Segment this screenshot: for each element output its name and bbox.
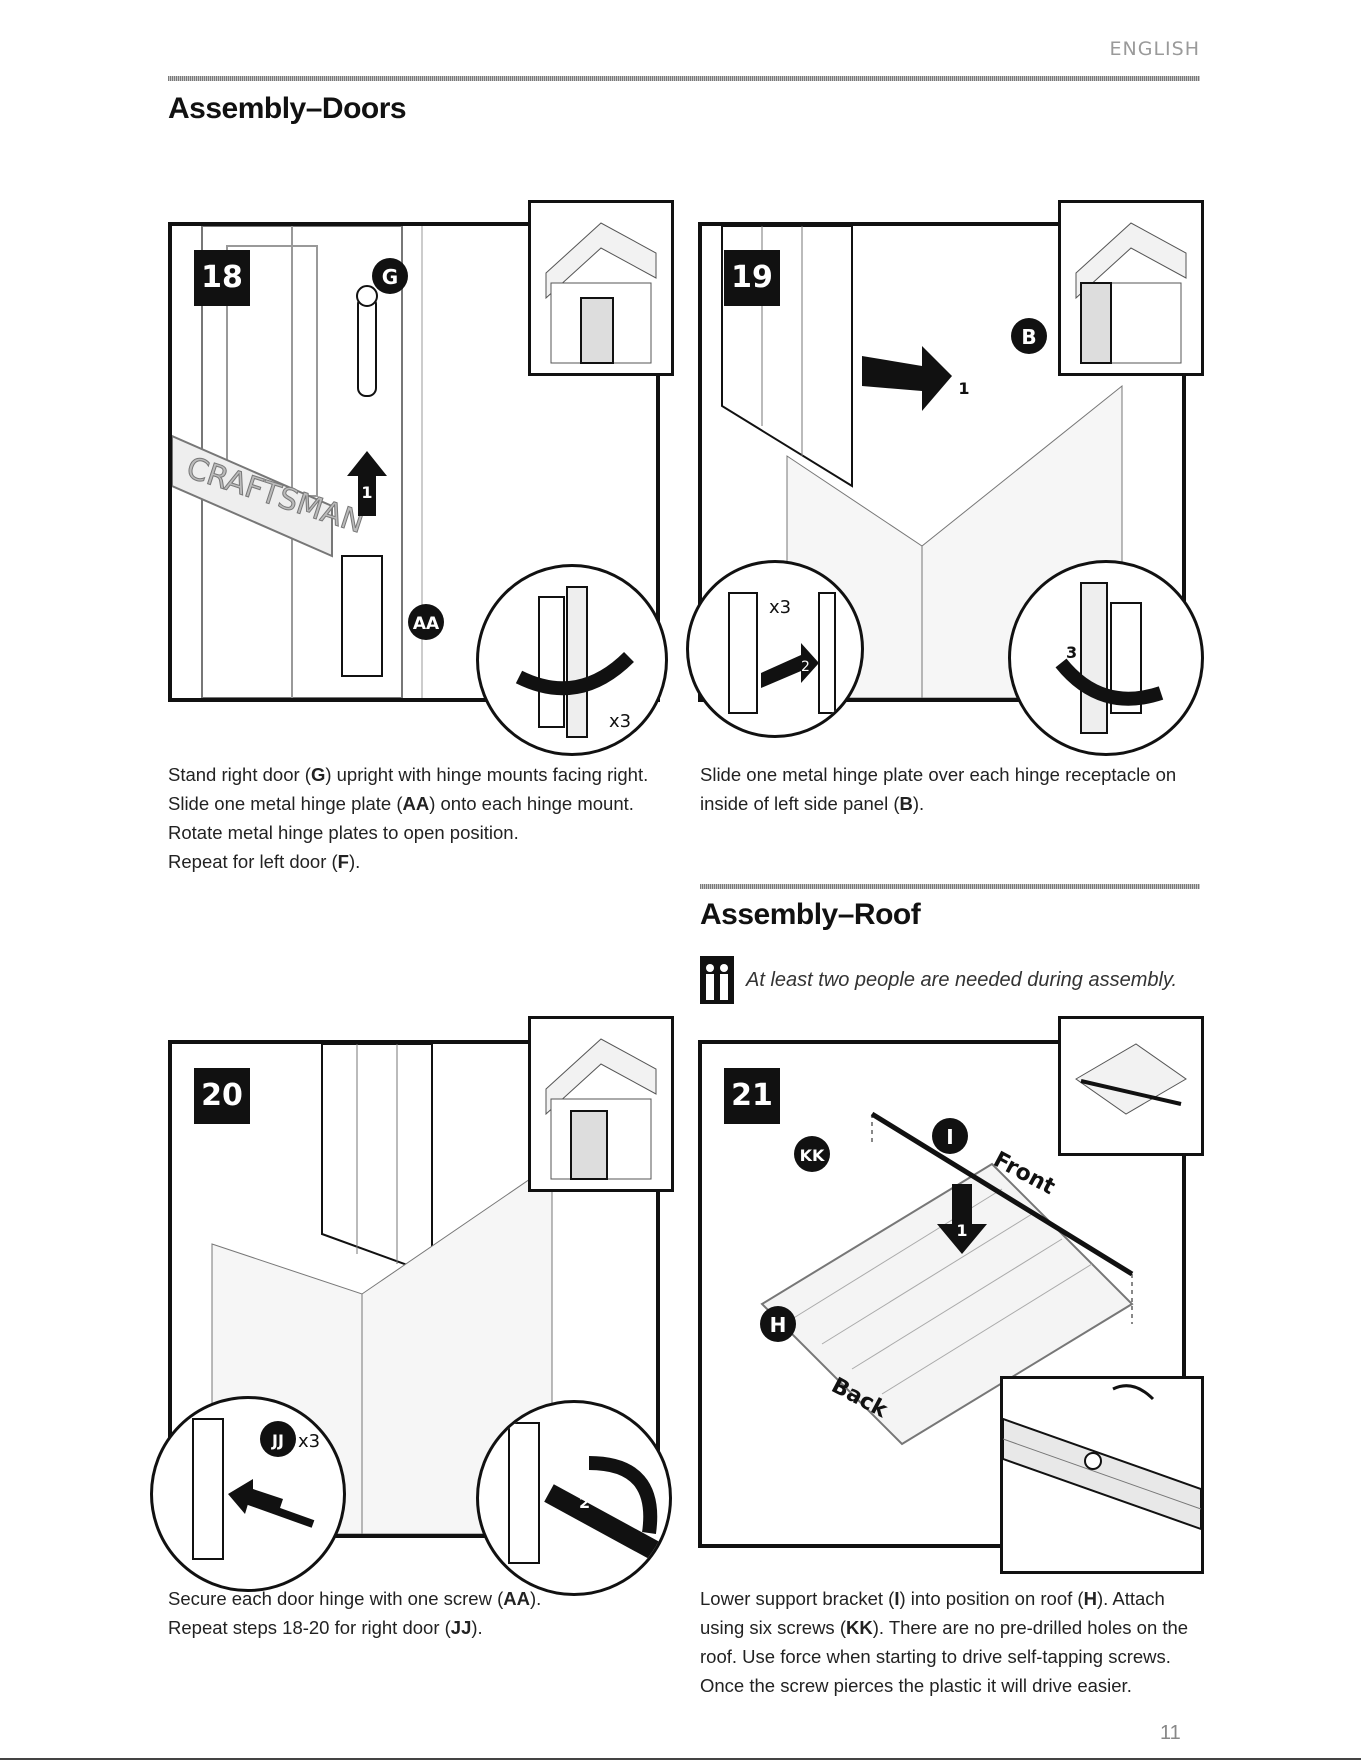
step-21-roof-thumbnail <box>1058 1016 1204 1156</box>
roof-bracket-drawing <box>760 1111 1134 1446</box>
front-label: Front <box>989 1147 1059 1200</box>
arrow-step-2: 2 <box>579 1493 590 1512</box>
bracket-closeup-drawing <box>1002 1384 1202 1531</box>
language-label: ENGLISH <box>1109 38 1200 60</box>
step-19-detail-right: 3 <box>1008 560 1204 756</box>
part-label-h: H <box>770 1313 787 1337</box>
shed-icon <box>545 222 657 364</box>
hinge-plate-detail: x3 2 <box>728 592 836 714</box>
header-rule <box>168 76 1200 81</box>
step-19-callouts: B 1 <box>958 318 1047 398</box>
step-21-caption: Lower support bracket (I) into position … <box>700 1584 1200 1700</box>
step-18-shed-thumbnail <box>528 200 674 376</box>
arrow-step-1: 1 <box>361 483 372 502</box>
shed-icon <box>545 1038 657 1180</box>
step-number: 19 <box>724 250 780 306</box>
part-label-jj: JJ <box>271 1431 284 1450</box>
roof-icon <box>1075 1043 1187 1115</box>
step-20-caption: Secure each door hinge with one screw (A… <box>168 1584 678 1642</box>
step-21-bracket-closeup <box>1000 1376 1204 1574</box>
screw-insert-detail: JJ x3 <box>192 1418 320 1560</box>
arrow-step-1: 1 <box>958 379 969 398</box>
step-19-caption: Slide one metal hinge plate over each hi… <box>700 760 1200 818</box>
back-label: Back <box>827 1373 892 1424</box>
step-19-detail-left: x3 2 <box>686 560 864 738</box>
hinge-rotate-detail: 3 <box>1055 582 1164 734</box>
count-x3: x3 <box>298 1431 320 1452</box>
step-18-caption: Stand right door (G) upright with hinge … <box>168 760 678 876</box>
caption-line: Rotate metal hinge plates to open positi… <box>168 822 519 843</box>
page-number: 11 <box>1160 1722 1181 1744</box>
caption-line: Stand right door (G) upright with hinge … <box>168 764 649 785</box>
two-people-note: At least two people are needed during as… <box>700 956 1177 1004</box>
roof-section-rule <box>700 884 1200 889</box>
caption-line: Lower support bracket (I) into position … <box>700 1588 1165 1609</box>
count-x3: x3 <box>769 597 791 618</box>
step-number: 21 <box>724 1068 780 1124</box>
step-20-detail-right: 2 <box>476 1400 672 1596</box>
arrow-step-3: 3 <box>1066 643 1077 662</box>
part-label-i: I <box>946 1125 953 1149</box>
step-number: 18 <box>194 250 250 306</box>
caption-line: Secure each door hinge with one screw (A… <box>168 1588 542 1609</box>
page-bottom-edge <box>0 1758 1361 1760</box>
note-text: At least two people are needed during as… <box>746 968 1178 991</box>
people-glyph <box>706 964 728 1000</box>
arrow-step-1: 1 <box>956 1221 967 1240</box>
step-20-shed-thumbnail <box>528 1016 674 1192</box>
part-label-b: B <box>1021 325 1036 349</box>
section-title-roof: Assembly–Roof <box>700 898 921 931</box>
caption-line: roof. Use force when starting to drive s… <box>700 1646 1171 1667</box>
shed-icon <box>1075 222 1187 364</box>
step-20-detail-left: JJ x3 <box>150 1396 346 1592</box>
part-label-aa: AA <box>413 614 440 634</box>
hinge-rotate-detail: x3 <box>515 586 634 738</box>
step-19-shed-thumbnail <box>1058 200 1204 376</box>
caption-line: Slide one metal hinge plate over each hi… <box>700 764 1177 785</box>
step-number: 20 <box>194 1068 250 1124</box>
step-21-callouts: KK I H 1 Front Back <box>760 1118 1059 1424</box>
part-label-g: G <box>382 265 398 289</box>
door-hinge-drawing: CRAFTSMAN <box>172 226 423 698</box>
two-people-icon <box>700 956 734 1004</box>
count-x3: x3 <box>609 711 631 732</box>
caption-line: Slide one metal hinge plate (AA) onto ea… <box>168 793 634 814</box>
step-18-callouts: G 1 AA <box>361 258 444 640</box>
caption-line: Once the screw pierces the plastic it wi… <box>700 1675 1132 1696</box>
caption-line: using six screws (KK). There are no pre-… <box>700 1617 1189 1638</box>
section-title-doors: Assembly–Doors <box>168 92 407 125</box>
caption-line: inside of left side panel (B). <box>700 793 925 814</box>
screwdriver-detail: 2 <box>508 1422 664 1564</box>
step-18-detail-circle: x3 <box>476 564 668 756</box>
caption-line: Repeat for left door (F). <box>168 851 361 872</box>
part-label-kk: KK <box>800 1146 825 1165</box>
arrow-step-2: 2 <box>801 659 810 675</box>
caption-line: Repeat steps 18-20 for right door (JJ). <box>168 1617 483 1638</box>
